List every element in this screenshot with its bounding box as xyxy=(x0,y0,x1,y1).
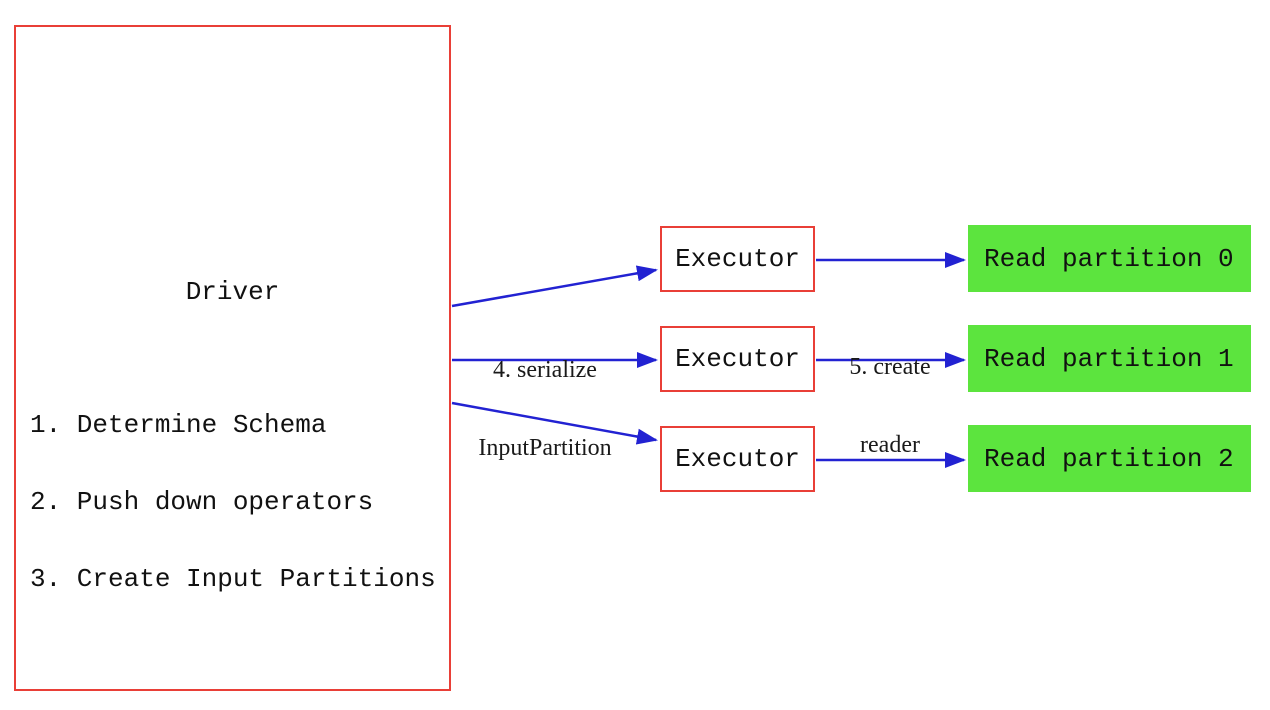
read-partition-0-label: Read partition 0 xyxy=(984,243,1234,274)
driver-title: Driver xyxy=(185,277,280,307)
read-partition-0-box: Read partition 0 xyxy=(968,225,1251,292)
create-label-line2: reader xyxy=(860,432,920,458)
serialize-label-line1: 4. serialize xyxy=(493,357,597,383)
create-label-line1: 5. create xyxy=(849,354,931,380)
driver-step-1: 1. Determine Schema xyxy=(30,410,327,441)
executor-2-label: Executor xyxy=(675,444,800,474)
read-partition-1-label: Read partition 1 xyxy=(984,343,1234,374)
driver-step-2: 2. Push down operators xyxy=(30,486,374,517)
read-partition-1-box: Read partition 1 xyxy=(968,325,1251,392)
read-partition-2-box: Read partition 2 xyxy=(968,425,1251,492)
driver-step-3: 3. Create Input Partitions xyxy=(30,563,436,594)
executor-1-label: Executor xyxy=(675,344,800,374)
executor-box-0: Executor xyxy=(660,226,815,292)
executor-0-label: Executor xyxy=(675,244,800,274)
serialize-label-line2: InputPartition xyxy=(478,435,612,461)
executor-box-1: Executor xyxy=(660,326,815,392)
executor-box-2: Executor xyxy=(660,426,815,492)
create-reader-label: 5. create reader xyxy=(815,302,965,510)
serialize-inputpartition-label: 4. serialize InputPartition xyxy=(445,305,645,513)
driver-box xyxy=(14,25,451,691)
driver-steps-list: 1. Determine Schema 2. Push down operato… xyxy=(30,362,450,644)
read-partition-2-label: Read partition 2 xyxy=(984,443,1234,474)
arrow-driver-to-executor-0 xyxy=(451,265,658,308)
